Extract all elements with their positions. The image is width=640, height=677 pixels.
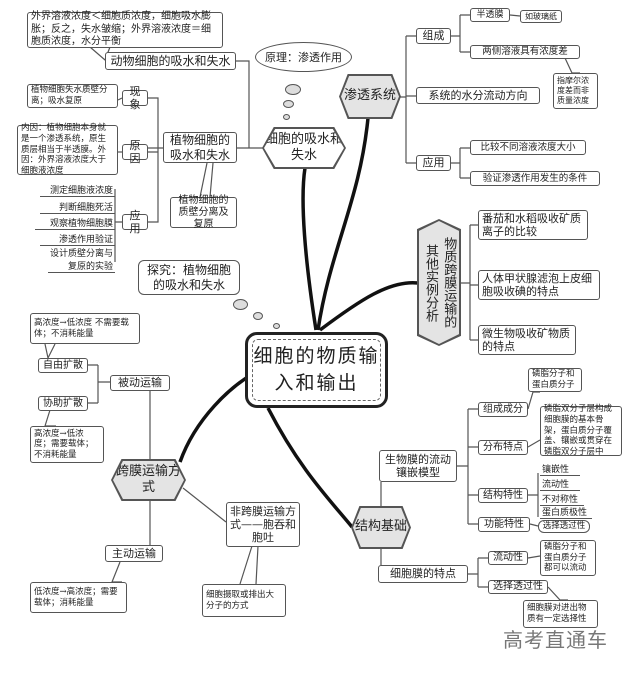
endo-exocytosis-node: 非跨膜运输方式——胞吞和胞吐: [226, 502, 300, 547]
facilitated-diffusion-note: 高浓度→低浓度；需要载体；不消耗能量: [30, 426, 104, 463]
active-transport-note: 低浓度→高浓度；需要载体；消耗能量: [30, 582, 127, 613]
distribution-node: 分布特点: [478, 440, 528, 455]
thought-bubble: [285, 84, 301, 95]
semi-membrane-node: 半透膜: [470, 8, 510, 22]
functional-property-note: 选择透过性: [538, 520, 590, 533]
concentration-diff-node: 两侧溶液具有浓度差: [470, 45, 580, 59]
components-note: 磷脂分子和蛋白质分子: [528, 368, 582, 392]
facilitated-diffusion-node: 协助扩散: [38, 396, 88, 411]
osmosis-application-node: 应用: [416, 155, 451, 171]
watermark: 高考直通车: [503, 628, 608, 652]
example-item: 番茄和水稻吸收矿质离子的比较: [478, 210, 588, 240]
structural-property-item: 蛋白质极性: [540, 505, 592, 519]
example-item: 人体甲状腺滤泡上皮细胞吸收碘的特点: [478, 270, 600, 300]
fluidity-node: 流动性: [488, 551, 528, 565]
thought-bubble: [283, 114, 290, 120]
thought-bubble: [233, 299, 248, 310]
endo-exocytosis-note: 细胞摄取或排出大分子的方式: [202, 584, 286, 617]
thought-bubble: [253, 312, 263, 320]
application-node: 应用: [122, 209, 148, 235]
animal-cell-node: 动物细胞的吸水和失水: [105, 52, 236, 70]
active-transport-node: 主动运输: [105, 545, 163, 562]
free-diffusion-note: 高浓度→低浓度 不需要载体；不消耗能量: [30, 313, 140, 344]
semi-membrane-note: 如玻璃纸: [520, 10, 562, 23]
central-topic-text: 细胞的物质输入和输出: [252, 339, 381, 401]
structural-property-item: 流动性: [540, 477, 580, 491]
hex-text: 物质跨膜运输的: [441, 237, 457, 328]
osmosis-app-item: 验证渗透作用发生的条件: [470, 171, 600, 186]
structural-property-node: 结构特性: [478, 488, 528, 503]
osmosis-app-item: 比较不同溶液浓度大小: [470, 140, 586, 155]
hex-text: 其他实例分析: [423, 243, 438, 322]
membrane-features-node: 细胞膜的特点: [378, 565, 468, 583]
topic-transport-modes: 跨膜运输方式: [113, 461, 184, 499]
plant-cell-node: 植物细胞的吸水和失水: [163, 132, 237, 163]
plasmolysis-node: 植物细胞的质壁分离及复原: [170, 195, 237, 230]
thought-bubble: [273, 323, 280, 329]
thought-bubble: [283, 100, 294, 108]
fluidity-note: 磷脂分子和蛋白质分子都可以流动: [540, 540, 596, 576]
phenomenon-note: 植物细胞失水质壁分离；吸水复原: [27, 84, 118, 108]
structural-property-item: 镶嵌性: [540, 462, 580, 476]
selective-permeability-node: 选择透过性: [488, 580, 548, 594]
structural-property-item: 不对称性: [540, 492, 584, 506]
principle-bubble: 原理：渗透作用: [255, 42, 352, 72]
animal-note: 外界溶液浓度＜细胞质浓度，细胞吸水膨胀；反之，失水皱缩；外界溶液浓度＝细胞质浓度…: [27, 11, 223, 48]
explore-node: 探究：植物细胞的吸水和失水: [138, 260, 240, 295]
topic-osmosis-system: 渗透系统: [341, 76, 399, 117]
fluid-mosaic-model-node: 生物膜的流动镶嵌模型: [379, 450, 457, 482]
topic-structural-basis: 结构基础: [353, 508, 409, 547]
selective-permeability-note: 细胞膜对进出物质有一定选择性: [523, 600, 598, 628]
cause-note: 内因：植物细胞本身就是一个渗透系统，原生质层相当于半透膜。外因：外界溶液浓度大于…: [17, 123, 118, 176]
concentration-diff-note: 指摩尔浓度差而非质量浓度: [553, 73, 598, 109]
distribution-note: 磷脂双分子层构成细胞膜的基本骨架，蛋白质分子覆盖、镶嵌或贯穿在磷脂双分子层中: [540, 404, 622, 457]
cause-node: 原因: [122, 139, 148, 165]
phenomenon-node: 现象: [122, 85, 148, 111]
example-item: 微生物吸收矿物质的特点: [478, 325, 576, 355]
topic-cell-water: 细胞的吸水和失水: [264, 129, 344, 167]
app-item: 渗透作用验证: [40, 232, 115, 246]
app-item: 判断细胞死活: [40, 200, 115, 214]
passive-transport-node: 被动运输: [110, 375, 170, 391]
app-item: 测定细胞液浓度: [40, 183, 115, 197]
free-diffusion-node: 自由扩散: [38, 358, 88, 373]
app-item: 观察植物细胞膜: [35, 216, 115, 230]
water-flow-direction-node: 系统的水分流动方向: [416, 87, 540, 104]
composition-node: 组成: [416, 28, 451, 44]
components-node: 组成成分: [478, 402, 528, 417]
topic-other-examples: 物质跨膜运输的 其他实例分析: [419, 221, 459, 344]
app-item: 设计质壁分离与复原的实验: [48, 246, 115, 273]
functional-property-node: 功能特性: [478, 517, 530, 532]
central-topic: 细胞的物质输入和输出: [245, 332, 388, 408]
